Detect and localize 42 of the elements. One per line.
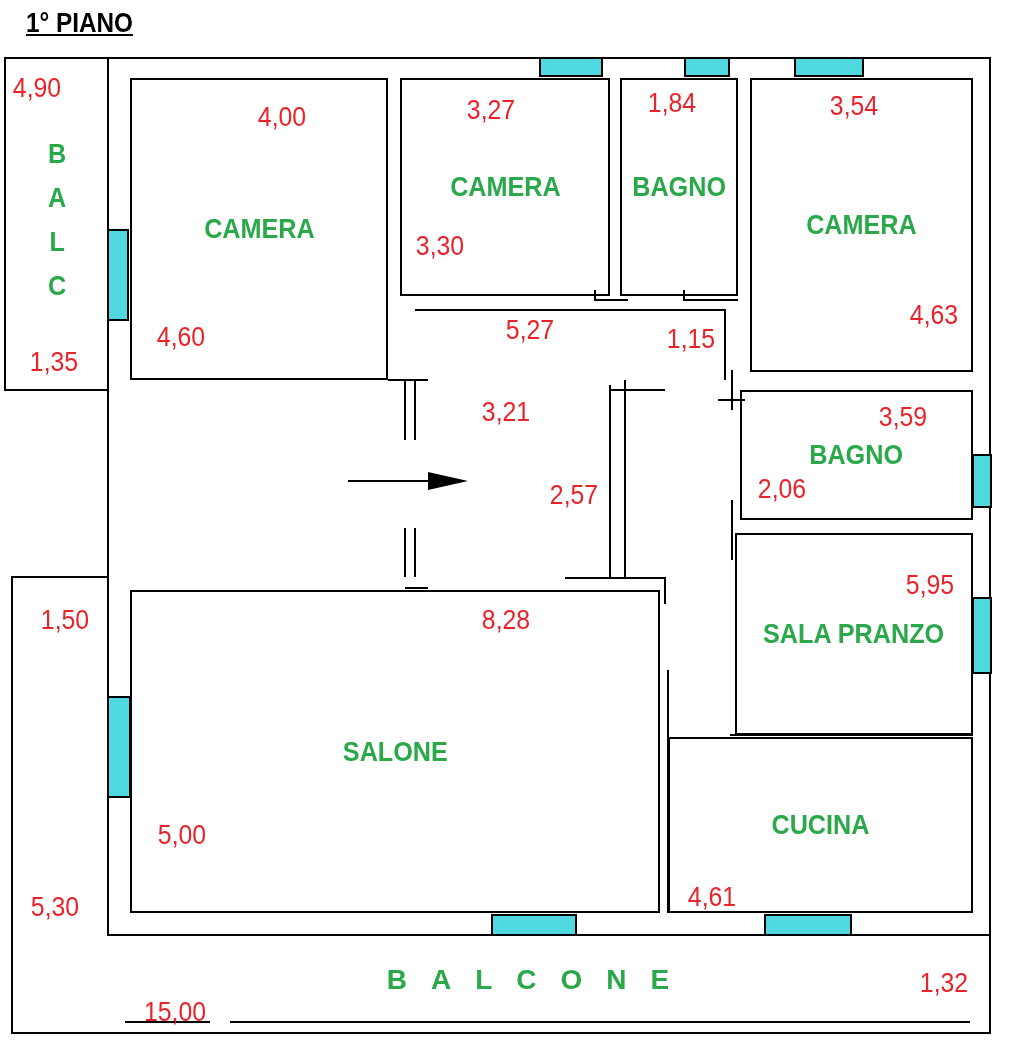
room-area bbox=[400, 78, 610, 296]
room-name: BALC bbox=[46, 136, 68, 303]
room-name: CAMERA bbox=[203, 213, 315, 245]
room-area bbox=[735, 533, 973, 735]
room-area bbox=[668, 737, 973, 913]
room-name: BAGNO bbox=[809, 439, 904, 471]
dimension-label: 5,27 bbox=[505, 314, 555, 346]
dimension-label: 3,27 bbox=[466, 94, 516, 126]
room-name: BAGNO bbox=[632, 171, 726, 203]
dimension-label: 1,35 bbox=[29, 346, 79, 378]
room-name: SALA PRANZO bbox=[763, 618, 945, 650]
dimension-label: 5,30 bbox=[30, 891, 80, 923]
dimension-label: 4,00 bbox=[257, 101, 307, 133]
dimension-label: 4,63 bbox=[909, 299, 959, 331]
room-name: CUCINA bbox=[771, 809, 870, 841]
dimension-label: 3,54 bbox=[829, 90, 879, 122]
room-area bbox=[750, 78, 973, 372]
dimension-label: 5,95 bbox=[905, 569, 955, 601]
dimension-label: 1,15 bbox=[666, 323, 716, 355]
dimension-label: 8,28 bbox=[481, 604, 531, 636]
dimension-label: 4,61 bbox=[687, 881, 737, 913]
dimension-label: 1,32 bbox=[919, 967, 969, 999]
room-name: BALCONE bbox=[386, 964, 694, 996]
dimension-label: 4,90 bbox=[12, 72, 62, 104]
dimension-label: 3,21 bbox=[481, 396, 531, 428]
dimension-label: 1,84 bbox=[647, 87, 697, 119]
room-area bbox=[740, 390, 973, 520]
plan-title: 1° PIANO bbox=[26, 8, 133, 39]
dimension-label: 3,30 bbox=[415, 230, 465, 262]
room-area bbox=[620, 78, 738, 296]
dimension-label: 2,57 bbox=[549, 479, 599, 511]
dimension-label: 1,50 bbox=[40, 604, 90, 636]
dimension-label: 15,00 bbox=[143, 996, 207, 1028]
room-name: SALONE bbox=[342, 735, 448, 768]
dimension-label: 3,59 bbox=[878, 401, 928, 433]
room-name: CAMERA bbox=[449, 171, 561, 203]
room-area bbox=[130, 78, 388, 380]
room-name: CAMERA bbox=[806, 209, 917, 241]
dimension-label: 5,00 bbox=[157, 819, 207, 851]
room-area bbox=[130, 590, 660, 913]
dimension-label: 4,60 bbox=[156, 321, 206, 353]
dimension-label: 2,06 bbox=[757, 473, 807, 505]
